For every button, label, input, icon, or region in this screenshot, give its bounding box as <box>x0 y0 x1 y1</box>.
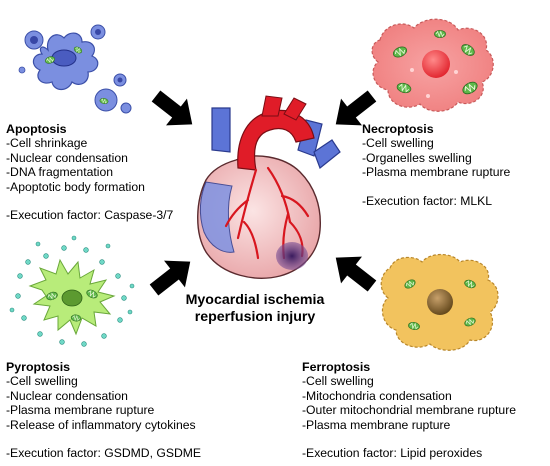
center-label: Myocardial ischemia reperfusion injury <box>170 292 340 326</box>
list-item: -Nuclear condensation <box>6 388 128 403</box>
list-item: -Plasma membrane rupture <box>362 165 511 180</box>
list-item: -Release of inflammatory cytokines <box>6 417 196 432</box>
necroptosis-title: Necroptosis <box>362 122 434 136</box>
list-item: -Plasma membrane rupture <box>6 403 155 418</box>
necroptosis-panel: Necroptosis -Cell swelling -Organelles s… <box>362 122 510 208</box>
list-item: -Plasma membrane rupture <box>302 417 451 432</box>
list-item: -Mitochondria condensation <box>302 388 452 403</box>
pyroptotic-cell-icon <box>9 235 135 347</box>
list-item: -Cell swelling <box>302 374 374 389</box>
apoptosis-panel: Apoptosis -Cell shrinkage -Nuclear conde… <box>6 122 173 222</box>
list-item: -Cell swelling <box>6 374 78 389</box>
ferroptosis-title: Ferroptosis <box>302 360 371 374</box>
pyroptosis-feature-list: -Cell swelling -Nuclear condensation -Pl… <box>6 374 201 432</box>
list-item: -Outer mitochondrial membrane rupture <box>302 403 517 418</box>
apoptosis-feature-list: -Cell shrinkage -Nuclear condensation -D… <box>6 136 173 194</box>
list-item: -DNA fragmentation <box>6 165 114 180</box>
list-item: -Organelles swelling <box>362 150 472 165</box>
necroptosis-execution-factor: -Execution factor: MLKL <box>362 193 493 208</box>
list-item: -Cell shrinkage <box>6 136 88 151</box>
center-label-line1: Myocardial ischemia <box>185 292 325 308</box>
list-item: -Cell swelling <box>362 136 434 151</box>
pyroptosis-execution-factor: -Execution factor: GSDMD, GSDME <box>6 446 202 461</box>
ferroptotic-cell-icon <box>380 253 499 351</box>
apoptosis-execution-factor: -Execution factor: Caspase-3/7 <box>6 208 174 223</box>
heart-icon <box>197 95 341 279</box>
list-item: -Apoptotic body formation <box>6 179 145 194</box>
pyroptosis-title: Pyroptosis <box>6 360 71 374</box>
pyroptosis-panel: Pyroptosis -Cell swelling -Nuclear conde… <box>6 360 201 460</box>
list-item: -Nuclear condensation <box>6 150 128 165</box>
necroptotic-cell-icon <box>371 18 494 112</box>
center-label-line2: reperfusion injury <box>194 309 316 325</box>
ferroptosis-execution-factor: -Execution factor: Lipid peroxides <box>302 446 483 461</box>
apoptosis-title: Apoptosis <box>6 122 67 136</box>
necroptosis-feature-list: -Cell swelling -Organelles swelling -Pla… <box>362 136 510 179</box>
ferroptosis-feature-list: -Cell swelling -Mitochondria condensatio… <box>302 374 516 432</box>
apoptotic-cell-icon <box>18 24 132 114</box>
ferroptosis-panel: Ferroptosis -Cell swelling -Mitochondria… <box>302 360 516 460</box>
